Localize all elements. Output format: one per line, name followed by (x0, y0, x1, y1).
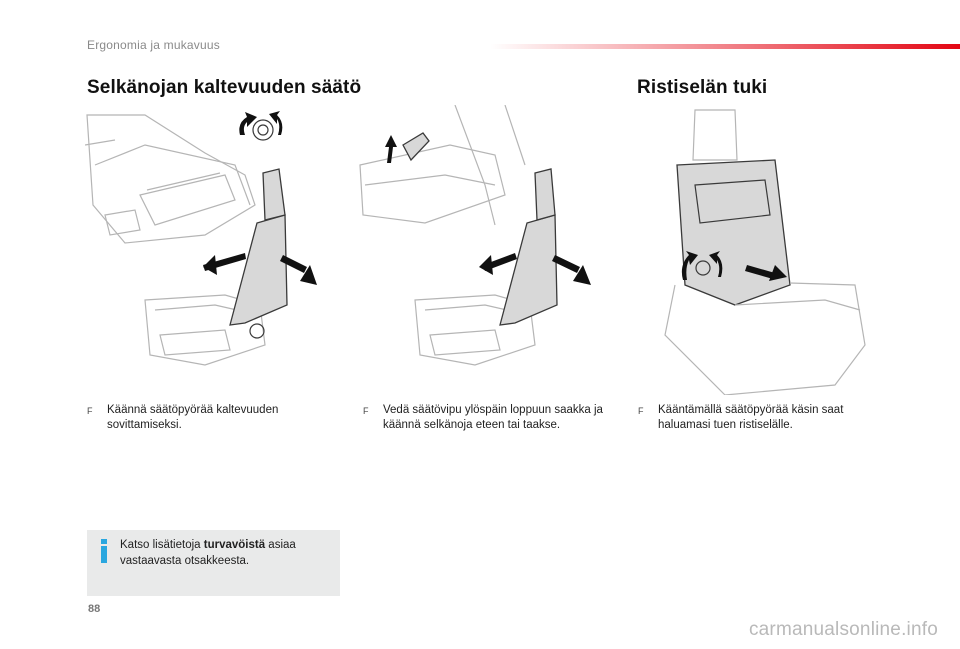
info-text-before: Katso lisätietoja (120, 539, 204, 551)
illustration-backrest-lever (359, 105, 591, 366)
instruction-text: Vedä säätövipu ylöspäin loppuun saakka j… (383, 404, 603, 431)
watermark: carmanualsonline.info (748, 619, 938, 640)
bullet-marker: F (87, 406, 93, 416)
instruction-2: F Vedä säätövipu ylöspäin loppuun saakka… (363, 403, 625, 433)
section-title-lumbar: Ristiselän tuki (637, 77, 768, 98)
illustration-backrest-wheel (85, 111, 317, 366)
instruction-3: F Kääntämällä säätöpyörää käsin saat hal… (638, 403, 878, 433)
info-text-after: asiaa vastaavasta otsakkeesta. (120, 539, 296, 567)
info-box: Katso lisätietoja turvavöistä asiaa vast… (87, 530, 340, 596)
bullet-marker: F (363, 406, 369, 416)
info-text-link: turvavöistä (203, 539, 266, 551)
illustration-lumbar-support (664, 109, 866, 395)
header-accent-bar (490, 44, 960, 49)
info-text: Katso lisätietoja turvavöistä asiaa vast… (120, 537, 330, 569)
page-number: 88 (88, 603, 101, 615)
header-title: Ergonomia ja mukavuus (87, 38, 220, 52)
info-icon (100, 539, 108, 563)
section-title-backrest: Selkänojan kaltevuuden säätö (87, 77, 362, 98)
instruction-text: Kääntämällä säätöpyörää käsin saat halua… (658, 404, 844, 431)
instruction-text: Käännä säätöpyörää kaltevuuden sovittami… (107, 404, 279, 431)
instruction-1: F Käännä säätöpyörää kaltevuuden sovitta… (87, 403, 327, 433)
bullet-marker: F (638, 406, 644, 416)
